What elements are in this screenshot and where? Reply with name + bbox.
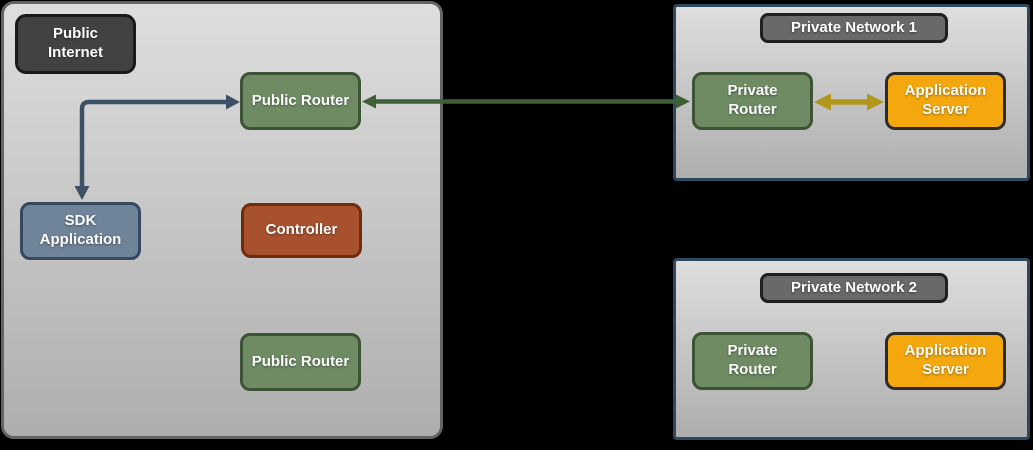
node-public-router-bottom: Public Router: [240, 333, 361, 391]
node-label: Application Server: [904, 342, 987, 378]
public-internet-region: Public Internet Public Router SDK Applic…: [1, 1, 443, 439]
node-public-router-top: Public Router: [240, 72, 361, 130]
node-label: Private Router: [727, 342, 778, 378]
node-application-server-1: Application Server: [885, 72, 1006, 130]
node-private-router-1: Private Router: [692, 72, 813, 130]
node-sdk-application: SDK Application: [20, 202, 141, 260]
node-label: Public Router: [251, 352, 350, 370]
private-network-2-badge: Private Network 2: [760, 273, 948, 303]
private-network-2-region: Private Network 2 Private Router Applica…: [673, 258, 1030, 440]
public-internet-badge: Public Internet: [15, 14, 136, 74]
node-controller: Controller: [241, 203, 362, 258]
private-network-2-title: Private Network 2: [791, 278, 917, 296]
node-label: Application Server: [904, 82, 987, 118]
private-network-1-title: Private Network 1: [791, 18, 917, 36]
private-network-1-region: Private Network 1 Private Router Applica…: [673, 4, 1030, 181]
public-internet-badge-label: Public Internet: [47, 25, 103, 61]
node-label: Private Router: [727, 82, 778, 118]
node-label: Public Router: [251, 91, 350, 109]
node-application-server-2: Application Server: [885, 332, 1006, 390]
node-private-router-2: Private Router: [692, 332, 813, 390]
node-label: Controller: [265, 221, 338, 239]
node-label: SDK Application: [39, 212, 122, 248]
private-network-1-badge: Private Network 1: [760, 13, 948, 43]
